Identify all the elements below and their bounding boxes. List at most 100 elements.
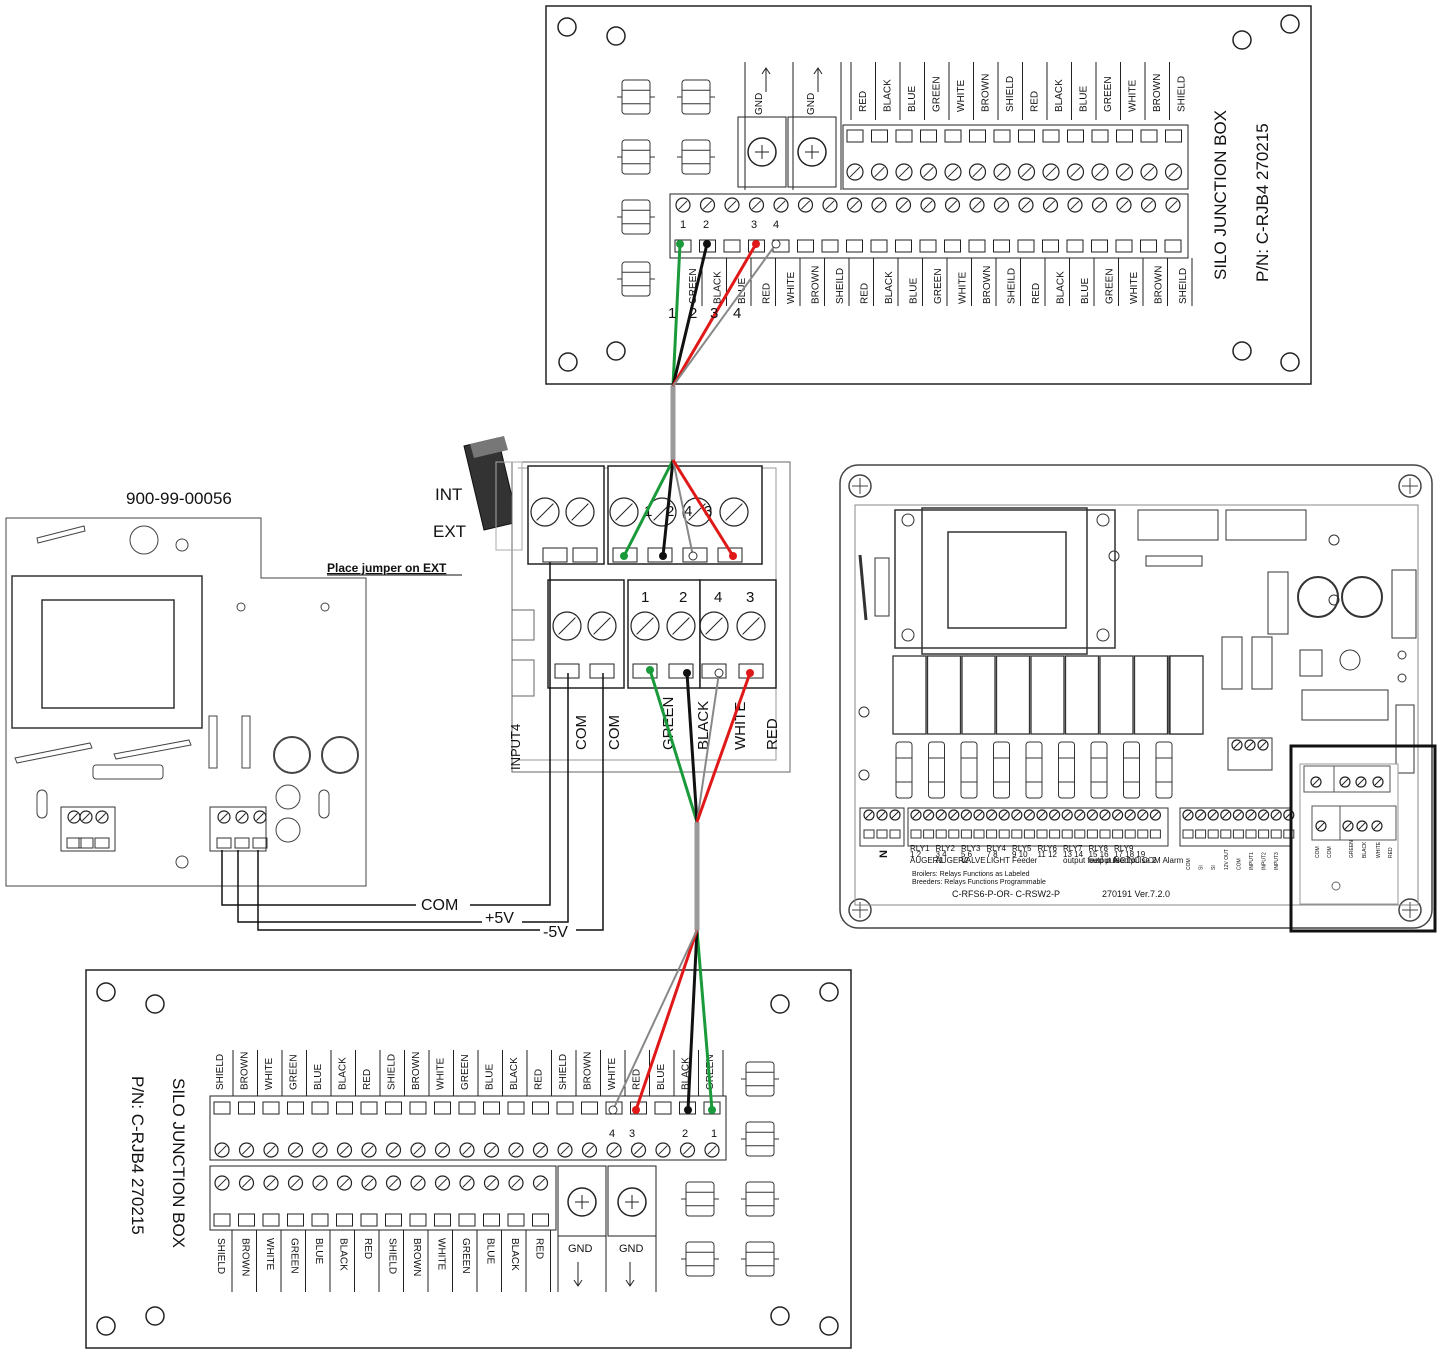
screw [968, 163, 987, 181]
wire-label: RED [362, 1238, 373, 1259]
fuse [928, 741, 945, 799]
screw [434, 1175, 451, 1191]
screw [79, 810, 93, 824]
wire-label: BROWN [811, 266, 822, 304]
screw [1356, 820, 1368, 832]
fuse-holder [745, 1061, 775, 1097]
screw-slot [1045, 166, 1057, 178]
wire-label: BROWN [240, 1238, 251, 1276]
screw [699, 197, 716, 213]
screw [895, 197, 912, 213]
screw [1315, 820, 1327, 832]
terminal-slot [993, 129, 1011, 143]
wire-number: 4 [733, 305, 741, 322]
screw-slot [1222, 811, 1230, 819]
input-label: INPUT3 [1274, 852, 1280, 870]
screw [630, 611, 660, 641]
terminal-slot [1112, 829, 1124, 839]
screw-slot [1089, 811, 1096, 819]
screw [910, 809, 922, 821]
terminal-slot [973, 829, 985, 839]
wire-label: BROWN [411, 1238, 422, 1276]
screw-slot [1358, 822, 1366, 830]
screw [1042, 197, 1059, 213]
screw [1140, 197, 1157, 213]
screw-slot [462, 1145, 472, 1155]
screw-slot [658, 1145, 668, 1155]
screw [530, 497, 560, 527]
screw [1067, 197, 1083, 213]
screw [846, 163, 864, 181]
terminal-slot [1182, 829, 1194, 839]
screw-slot [1038, 811, 1046, 819]
screw [238, 1142, 255, 1158]
relay [1099, 655, 1134, 735]
terminal-pair-label: 7 8 [987, 850, 999, 859]
fuse-holder [685, 1241, 715, 1277]
wire-label: RED [860, 283, 871, 304]
screw-slot [535, 1178, 546, 1188]
wire-label: SHIELD [387, 1238, 398, 1274]
terminal-slot [409, 1213, 427, 1227]
terminal-number: 3 [751, 219, 757, 231]
screw [1023, 809, 1036, 821]
terminal-slot [311, 1101, 329, 1115]
terminal-slot [581, 1101, 598, 1115]
fuse [1025, 741, 1043, 799]
screw [434, 1142, 451, 1158]
terminal-slot [919, 239, 937, 253]
terminal-slot [871, 129, 888, 143]
terminal-slot [1066, 239, 1084, 253]
connector-slot [738, 663, 764, 679]
wire-label: GREEN [289, 1054, 300, 1090]
screw-slot [220, 813, 228, 821]
connector-slot [668, 663, 694, 679]
fuse-holder [745, 1121, 775, 1157]
wire-label: BLUE [1079, 86, 1090, 112]
terminal-slot [944, 239, 961, 253]
screw-slot [315, 1145, 325, 1155]
terminal-slot [507, 1101, 525, 1115]
terminal-pair-label: 3 4 [936, 850, 948, 859]
wire-label: RED [858, 91, 869, 112]
screw-slot [82, 813, 90, 821]
terminal-pair-label: 17 18 19 [1114, 850, 1146, 859]
screw-slot [1000, 811, 1008, 819]
lower-terminal-row [213, 1175, 549, 1227]
screw-slot [1235, 811, 1242, 819]
wire-label: BLUE [485, 1238, 496, 1264]
screw [889, 809, 901, 821]
screw-slot [1247, 811, 1255, 819]
screw-slot [1246, 741, 1254, 749]
inset-label: COM [1327, 846, 1333, 858]
screw [1074, 809, 1086, 821]
relay [1133, 655, 1169, 735]
screw [483, 1175, 500, 1191]
screw-slot [1374, 778, 1382, 786]
screw-slot [1197, 811, 1204, 819]
terminal-slot [960, 829, 972, 839]
gnd-label: GND [619, 1243, 644, 1255]
wire-label: RED [762, 283, 773, 304]
screw-slot [511, 1178, 521, 1188]
terminal-pair-label: 1 2 [910, 850, 922, 859]
terminal-slot [336, 1213, 353, 1227]
terminal-slot [1061, 829, 1073, 839]
terminal-slot [998, 829, 1010, 839]
terminal-slot [1017, 239, 1035, 253]
input-label: COM [1186, 858, 1192, 870]
terminal-slot [252, 837, 268, 849]
terminal-slot [889, 829, 901, 839]
connector-slot [612, 547, 638, 563]
screw-slot [1317, 822, 1325, 830]
screw-slot [339, 1145, 350, 1155]
wire-label: BLUE [909, 278, 920, 304]
relay-label: RLY4 [987, 844, 1007, 853]
screw [95, 810, 109, 824]
screw [459, 1142, 475, 1158]
screw-slot [571, 503, 589, 521]
terminal-number: 2 [682, 1128, 688, 1140]
wire-label: BLACK [1056, 271, 1067, 304]
